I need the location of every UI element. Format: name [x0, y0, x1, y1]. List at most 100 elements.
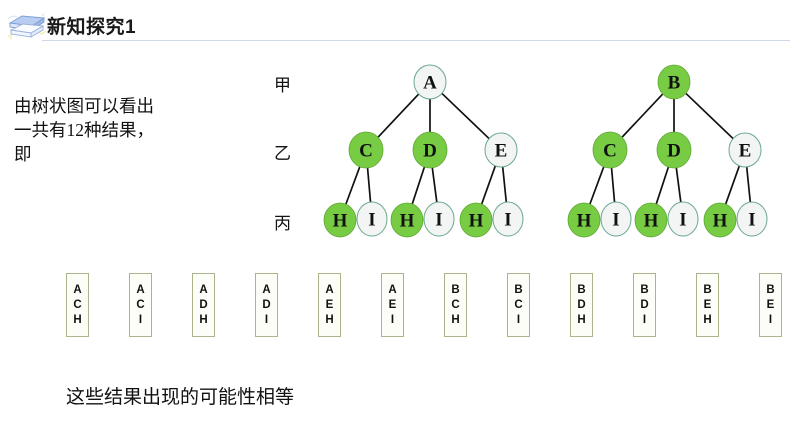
tree-node-i: I: [736, 201, 768, 237]
tree-node-i: I: [667, 201, 699, 237]
tree-edge: [501, 165, 508, 204]
tree-node-circle: [592, 131, 628, 169]
tree-node-h: H: [634, 202, 668, 238]
tree-node-circle: [657, 64, 691, 100]
tree-node-label: I: [748, 210, 755, 231]
result-letter: A: [136, 284, 145, 296]
tree-node-h: H: [323, 202, 357, 238]
tree-node-label: H: [400, 211, 415, 232]
tree-node-label: H: [644, 211, 659, 232]
tree-node-circle: [423, 201, 455, 237]
tree-node-circle: [323, 202, 357, 238]
tree-node-circle: [656, 131, 692, 169]
result-letter: H: [451, 314, 460, 326]
tree-node-circle: [348, 131, 384, 169]
tree-edge: [431, 166, 438, 204]
tree-node-circle: [736, 201, 768, 237]
tree-edge: [745, 165, 752, 204]
tree-node-circle: [390, 202, 424, 238]
result-letter: I: [768, 314, 773, 326]
tree-node-b: B: [657, 64, 691, 100]
page-title: 新知探究1: [47, 17, 137, 38]
tree-node-label: D: [423, 141, 437, 162]
tree-node-circle: [492, 201, 524, 237]
result-letter: I: [390, 314, 395, 326]
tree-node-label: C: [603, 141, 617, 162]
tree-edge: [684, 92, 735, 140]
tree-node-circle: [413, 64, 447, 100]
row-label-jia: 甲: [274, 76, 291, 95]
tree-node-circle: [356, 201, 388, 237]
result-letter: E: [388, 299, 397, 311]
tree-edge: [440, 92, 491, 140]
tree-node-label: H: [713, 211, 728, 232]
row-label-bing: 丙: [274, 214, 291, 233]
tree-node-d: D: [412, 131, 448, 169]
result-letter: D: [199, 299, 208, 311]
tree-node-label: C: [359, 141, 373, 162]
tree-node-label: B: [668, 73, 681, 94]
result-letter: C: [514, 299, 523, 311]
result-letter: H: [703, 314, 712, 326]
row-label-yi: 乙: [274, 144, 291, 163]
tree-edge: [621, 93, 664, 139]
result-letter: H: [577, 314, 586, 326]
tree-node-circle: [459, 202, 493, 238]
tree-edge: [366, 166, 372, 204]
tree-node-e: E: [728, 132, 762, 168]
tree-node-label: I: [368, 210, 375, 231]
result-letter: E: [766, 299, 775, 311]
tree-node-circle: [412, 131, 448, 169]
tree-node-i: I: [423, 201, 455, 237]
tree-edge: [377, 93, 420, 139]
tree-node-label: E: [739, 141, 752, 162]
result-letter: A: [73, 284, 82, 296]
result-letter: C: [451, 299, 460, 311]
result-letter: A: [325, 284, 334, 296]
tree-node-h: H: [459, 202, 493, 238]
tree-edge: [344, 165, 361, 206]
result-letter: A: [262, 284, 271, 296]
result-letter: A: [388, 284, 397, 296]
tree-node-h: H: [390, 202, 424, 238]
result-letter: H: [73, 314, 82, 326]
result-letter: B: [640, 284, 649, 296]
result-letter: D: [640, 299, 649, 311]
tree-node-label: I: [504, 210, 511, 231]
result-letter: C: [73, 299, 82, 311]
tree-node-circle: [567, 202, 601, 238]
tree-node-c: C: [348, 131, 384, 169]
tree-edge: [411, 165, 426, 206]
result-letter: H: [199, 314, 208, 326]
tree-node-circle: [600, 201, 632, 237]
tree-node-i: I: [600, 201, 632, 237]
tree-node-a: A: [413, 64, 447, 100]
tree-edge: [675, 166, 682, 204]
header-divider: [42, 40, 790, 41]
tree-edge: [588, 165, 605, 206]
conclusion-text: 这些结果出现的可能性相等: [66, 387, 295, 408]
tree-node-label: I: [679, 210, 686, 231]
result-letter: D: [577, 299, 586, 311]
result-letter: C: [136, 299, 145, 311]
books-stack-icon: [6, 7, 48, 40]
tree-node-circle: [703, 202, 737, 238]
tree-edge: [655, 165, 670, 206]
tree-node-i: I: [356, 201, 388, 237]
result-letter: I: [264, 314, 269, 326]
result-letter: E: [325, 299, 334, 311]
tree-node-circle: [728, 132, 762, 168]
result-letter: A: [199, 284, 208, 296]
tree-edge: [724, 164, 741, 206]
tree-node-e: E: [484, 132, 518, 168]
